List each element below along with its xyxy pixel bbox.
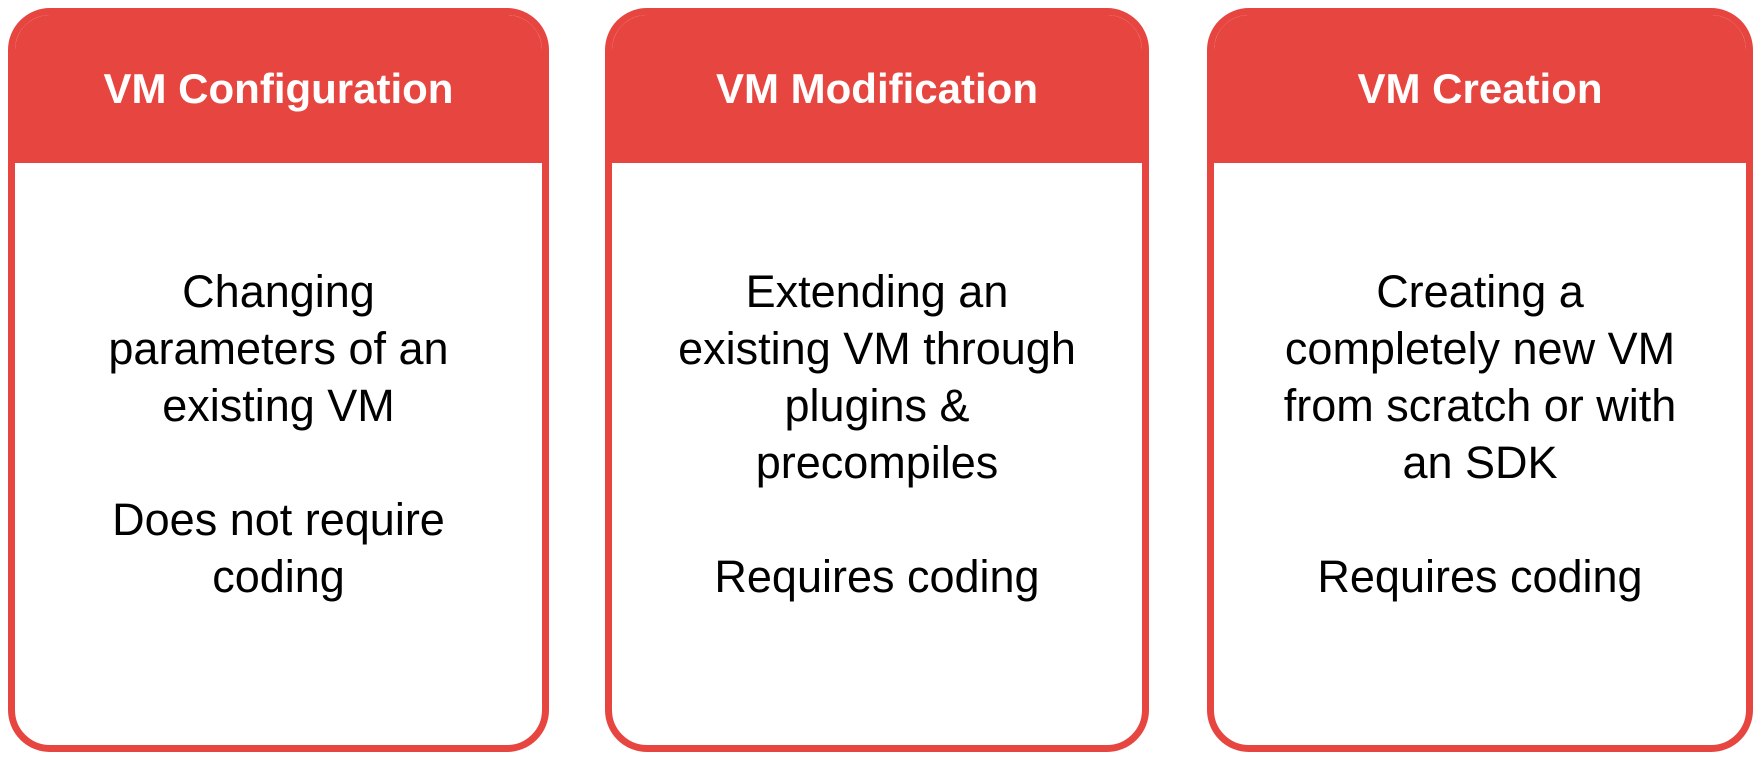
body-blank-line — [35, 434, 522, 491]
card-vm-creation: VM Creation Creating a completely new VM f… — [1207, 8, 1753, 752]
body-text-line: completely new VM — [1284, 323, 1676, 374]
body-text-line: Extending an — [745, 266, 1009, 317]
body-text-line: Does not require — [112, 494, 445, 545]
body-text-line: plugins & — [784, 380, 970, 431]
body-text-line: Requires coding — [714, 551, 1040, 602]
card-vm-modification: VM Modification Extending an existing VM … — [605, 8, 1149, 752]
body-text-line: Creating a — [1376, 266, 1584, 317]
body-text-line: coding — [212, 551, 345, 602]
body-text-line: Requires coding — [1317, 551, 1643, 602]
card-vm-configuration: VM Configuration Changing parameters of a… — [8, 8, 549, 752]
body-text-line: existing VM — [162, 380, 395, 431]
body-text-line: an SDK — [1402, 437, 1558, 488]
body-text-line: Changing — [182, 266, 375, 317]
body-text-line: precompiles — [755, 437, 999, 488]
card-body: Changing parameters of an existing VM Does… — [15, 163, 542, 605]
card-body: Extending an existing VM through plugins &… — [612, 163, 1142, 605]
body-blank-line — [632, 491, 1122, 548]
card-header: VM Modification — [612, 15, 1142, 163]
card-title: VM Creation — [1357, 65, 1603, 112]
body-text-line: existing VM through — [678, 323, 1076, 374]
card-body: Creating a completely new VM from scratch … — [1214, 163, 1746, 605]
card-header: VM Configuration — [15, 15, 542, 163]
body-blank-line — [1234, 491, 1726, 548]
body-text-line: from scratch or with — [1283, 380, 1677, 431]
card-title: VM Configuration — [103, 65, 454, 112]
body-text-line: parameters of an — [108, 323, 449, 374]
card-title: VM Modification — [716, 65, 1038, 112]
card-header: VM Creation — [1214, 15, 1746, 163]
